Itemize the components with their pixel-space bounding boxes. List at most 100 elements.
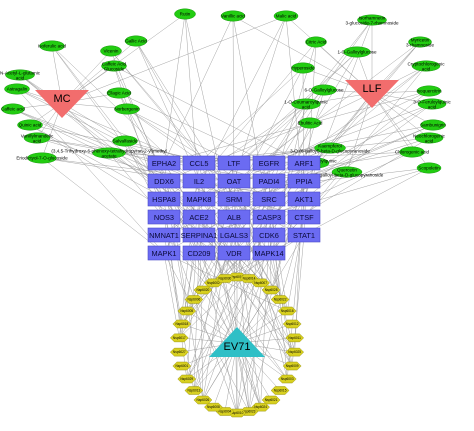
viral-protein-node[interactable]: Nsp6026: [193, 395, 213, 405]
viral-protein-node[interactable]: Nsp6016: [277, 306, 297, 316]
viral-protein-node[interactable]: Nsp6014: [239, 274, 259, 283]
target-node[interactable]: AKT1: [287, 191, 321, 207]
compound-node[interactable]: Chlorogenic acid: [395, 146, 430, 158]
viral-protein-node[interactable]: Nsp6011: [285, 333, 305, 343]
target-node[interactable]: CTSF: [287, 209, 321, 225]
target-node[interactable]: MAPK8: [182, 191, 216, 207]
compound-node[interactable]: Vicenin: [100, 45, 122, 57]
compound-node[interactable]: Quinic acid: [17, 119, 43, 131]
target-node[interactable]: STAT1: [287, 227, 321, 243]
viral-protein-node[interactable]: Nsp6013: [184, 386, 204, 395]
target-node[interactable]: ACE2: [182, 209, 216, 225]
compound-node[interactable]: Ebulitic Acid: [298, 117, 323, 129]
viral-protein-node[interactable]: Nsp6020: [193, 285, 213, 295]
target-node[interactable]: SRC: [252, 191, 286, 207]
compound-node[interactable]: (3,4,5-Trihydroxy-6-phenoxy-tetrahydropy…: [51, 147, 167, 159]
target-node[interactable]: NOS3: [147, 209, 181, 225]
viral-protein-node[interactable]: Nsp6012: [282, 319, 302, 329]
target-node[interactable]: MAPK14: [252, 245, 286, 261]
viral-protein-node[interactable]: Nsp6001: [172, 361, 192, 371]
viral-protein-node[interactable]: Nsp6007: [251, 278, 270, 288]
target-node[interactable]: NMNAT1: [147, 227, 181, 243]
target-node[interactable]: PPIA: [287, 173, 321, 189]
target-node[interactable]: LGALS3: [217, 227, 251, 243]
compound-label-line: Quercetin: [337, 167, 357, 172]
viral-protein-node[interactable]: Nsp6018: [172, 319, 192, 329]
compound-node[interactable]: Eriodictyol-7-O-glucoside: [16, 152, 68, 164]
target-node[interactable]: CD209: [182, 245, 216, 261]
viral-hexagon: [177, 306, 197, 316]
compound-node[interactable]: Salvalfaside: [112, 135, 138, 147]
compound-label: Malic acid: [276, 14, 297, 19]
viral-protein-node[interactable]: Nsp6015: [270, 386, 290, 395]
target-node[interactable]: DDX6: [147, 173, 181, 189]
target-node[interactable]: ARF1: [287, 155, 321, 171]
compound-node[interactable]: Isoquercitrin: [416, 85, 442, 97]
target-node[interactable]: IL2: [182, 173, 216, 189]
compound-node[interactable]: Citric Acid: [305, 36, 327, 48]
viral-protein-node[interactable]: Nsp6027: [169, 347, 189, 357]
hub-node-ev71[interactable]: EV71: [209, 327, 265, 357]
target-node[interactable]: SERPINA1: [181, 227, 218, 243]
compound-node[interactable]: 6-O-Galloylglucose: [304, 84, 344, 96]
compound-node[interactable]: Ellagic Acid: [106, 87, 132, 99]
viral-protein-node[interactable]: Nsp6006: [184, 295, 204, 304]
edge-target-viral: [186, 252, 270, 380]
compound-node[interactable]: Norbergenin: [114, 103, 140, 115]
compound-node[interactable]: Isoferulic acid: [38, 40, 67, 52]
compound-node[interactable]: Gallic Acid: [124, 35, 148, 47]
compound-node[interactable]: Astragalin: [4, 83, 30, 95]
target-node[interactable]: LTF: [217, 155, 251, 171]
compound-node[interactable]: Caffeic acid: [1, 103, 25, 115]
target-node[interactable]: VDR: [217, 245, 251, 261]
target-node[interactable]: OAT: [217, 173, 251, 189]
viral-protein-node[interactable]: Nsp6029: [177, 374, 197, 384]
viral-label: Nsp6004: [219, 410, 232, 414]
viral-hexagon: [285, 347, 305, 357]
viral-protein-node[interactable]: Nsp6021: [261, 395, 281, 405]
viral-protein-node[interactable]: Nsp6005: [177, 306, 197, 316]
edge-compound-target: [163, 13, 186, 164]
viral-protein-node[interactable]: Nsp6003: [277, 374, 297, 384]
viral-protein-node[interactable]: Nsp6028: [261, 285, 281, 295]
viral-protein-node[interactable]: Nsp6022: [270, 295, 290, 304]
viral-protein-node[interactable]: Nsp6025: [285, 347, 305, 357]
target-node[interactable]: EGFR: [252, 155, 286, 171]
compound-node[interactable]: Sambunigrin: [420, 119, 446, 131]
compound-node[interactable]: Hyperoside: [291, 62, 315, 74]
target-node[interactable]: ALB: [217, 209, 251, 225]
hub-node-llf[interactable]: LLF: [345, 80, 399, 108]
target-node[interactable]: PADI4: [252, 173, 286, 189]
hub-node-mc[interactable]: MC: [35, 90, 89, 118]
target-node[interactable]: HSPA8: [147, 191, 181, 207]
compound-node[interactable]: 1-O-Galloylglucose: [337, 46, 377, 58]
target-node[interactable]: CASP3: [252, 209, 286, 225]
target-node[interactable]: EPHA2: [147, 155, 181, 171]
viral-protein-node[interactable]: Nsp6009: [282, 361, 302, 371]
target-node[interactable]: MAPK1: [147, 245, 181, 261]
target-node[interactable]: CDK6: [252, 227, 286, 243]
target-node[interactable]: SRM: [217, 191, 251, 207]
compound-node[interactable]: Scopoletin: [416, 162, 442, 174]
viral-protein-node[interactable]: Nsp6017: [169, 333, 189, 343]
viral-protein-node[interactable]: Nsp6008: [204, 402, 223, 412]
compound-node[interactable]: Vanillic acid: [220, 10, 245, 22]
viral-protein-node[interactable]: Nsp6002: [204, 278, 223, 288]
target-node[interactable]: CCL5: [182, 155, 216, 171]
compound-node[interactable]: Rutin: [174, 8, 196, 20]
viral-protein-node[interactable]: Nsp6030: [215, 274, 235, 283]
compound-node[interactable]: Malic acid: [273, 10, 299, 22]
